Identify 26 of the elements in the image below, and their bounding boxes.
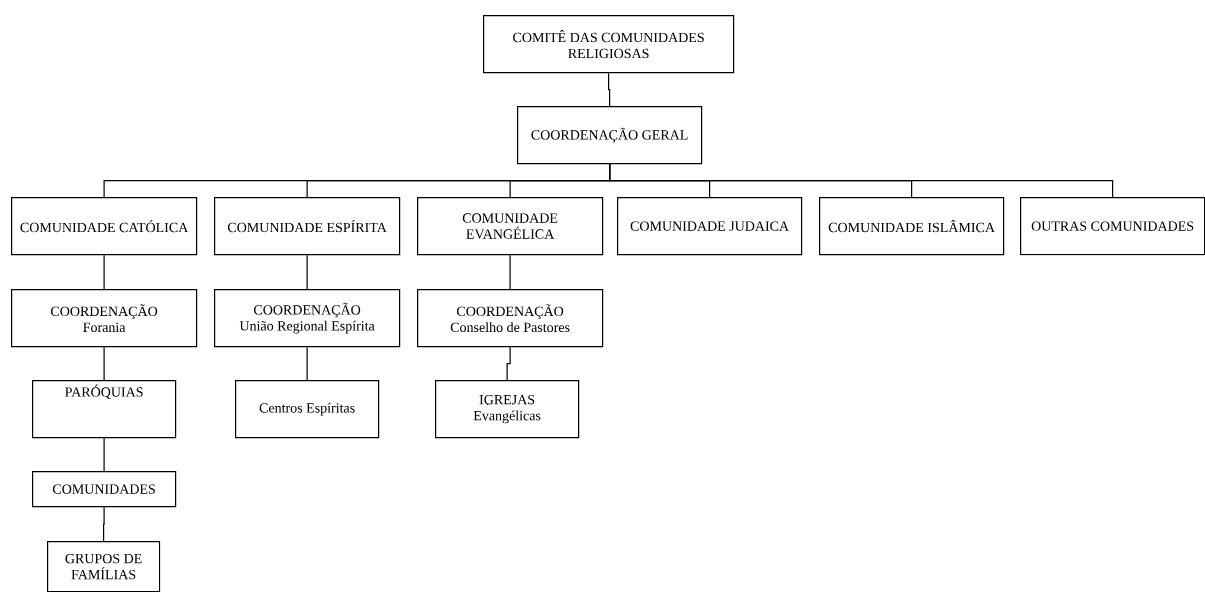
org-box: IGREJAS Evangélicas [435, 380, 580, 439]
org-box: COMITÊ DAS COMUNIDADES RELIGIOSAS [483, 15, 735, 74]
connector-line [306, 254, 308, 290]
connector-line [509, 254, 511, 290]
org-box: COMUNIDADE ISLÂMICA [819, 197, 1005, 256]
org-box: OUTRAS COMUNIDADES [1020, 197, 1205, 256]
org-box: COORDENAÇÃO GERAL [517, 106, 703, 165]
org-box: COMUNIDADE ESPÍRITA [214, 197, 401, 256]
connector-line [608, 72, 611, 107]
org-box: COMUNIDADE JUDAICA [617, 197, 803, 256]
org-box: COORDENAÇÃO União Regional Espírita [214, 289, 401, 348]
org-box: COMUNIDADES [32, 471, 177, 508]
connector-line [103, 346, 105, 381]
connector-line [103, 254, 105, 290]
connector-line [306, 346, 308, 381]
org-box: COMUNIDADE EVANGÉLICA [417, 197, 604, 256]
connector-line [506, 346, 511, 381]
org-box: COORDENAÇÃO Forania [11, 289, 198, 348]
org-box: PARÓQUIAS [32, 380, 177, 439]
org-box: GRUPOS DE FAMÍLIAS [47, 541, 161, 592]
org-box: Centros Espíritas [235, 380, 380, 439]
connector-line [103, 437, 105, 472]
connector-line [103, 506, 105, 542]
connector-line [609, 163, 1114, 198]
org-box: COORDENAÇÃO Conselho de Pastores [417, 289, 604, 348]
org-box: COMUNIDADE CATÓLICA [11, 197, 198, 256]
